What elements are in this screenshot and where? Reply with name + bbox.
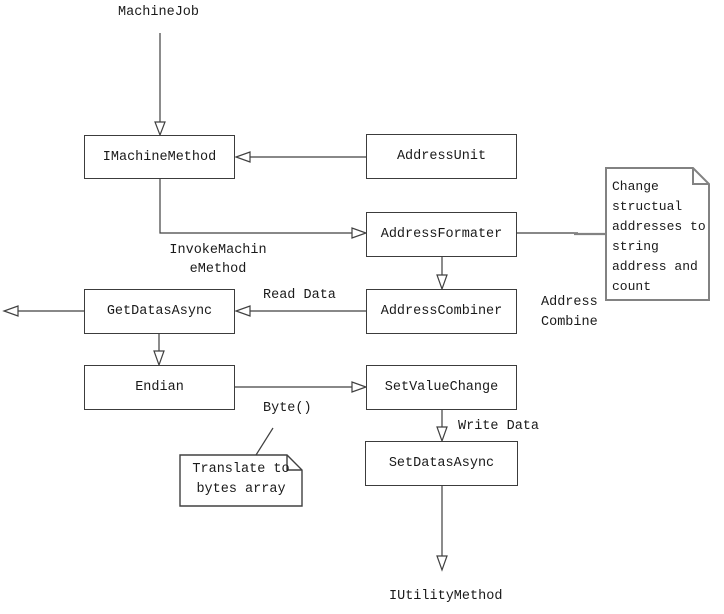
edge-label-invoke-line1: InvokeMachin: [169, 243, 267, 258]
arrow-setdatasasync-to-iutilitymethod: [436, 486, 448, 572]
connector-addressformater-to-change-note: [517, 232, 606, 236]
edge-label-write-data: Write Data: [458, 419, 540, 434]
node-addressformater: AddressFormater: [366, 212, 517, 257]
change-note-line5: address and: [612, 259, 698, 274]
node-addresscombiner: AddressCombiner: [366, 289, 517, 334]
edge-label-address-combine-line2: Combine: [541, 315, 598, 330]
arrow-endian-to-setvaluechange: [235, 381, 368, 393]
arrow-machinejob-to-imachinemethod: [154, 33, 166, 137]
arrow-addresscombiner-to-getdatasasync: [234, 305, 366, 317]
translate-note-text: Translate to bytes array: [181, 460, 301, 500]
arrow-addressformater-to-addresscombiner: [436, 257, 448, 291]
node-addressunit: AddressUnit: [366, 134, 517, 179]
change-note-line4: string: [612, 239, 659, 254]
arrow-getdatasasync-out-left: [2, 305, 84, 317]
change-note-shape: [605, 167, 710, 301]
translate-note-line2: bytes array: [196, 482, 286, 497]
translate-note-line1: Translate to: [192, 462, 290, 477]
change-note-text: Change structual addresses to string add…: [612, 177, 706, 297]
edge-label-invoke-line2: eMethod: [189, 262, 247, 277]
change-note-line1: Change: [612, 179, 659, 194]
node-setdatasasync: SetDatasAsync: [365, 441, 518, 486]
terminal-iutilitymethod: IUtilityMethod: [389, 589, 503, 604]
edge-label-byte: Byte(): [263, 401, 312, 416]
change-note-line3: addresses to: [612, 219, 706, 234]
change-note-line2: structual: [612, 199, 683, 214]
change-note-line6: count: [612, 279, 652, 294]
edge-label-address-combine-line1: Address: [541, 295, 598, 310]
edge-label-read-data: Read Data: [263, 288, 336, 303]
node-endian: Endian: [84, 365, 235, 410]
node-imachinemethod: IMachineMethod: [84, 135, 235, 179]
connector-byte-to-translate-note: [255, 427, 274, 456]
arrow-setvaluechange-to-setdatasasync: [436, 410, 448, 443]
translate-note-shape: [179, 454, 303, 507]
arrow-imachinemethod-to-addressformater: [159, 179, 368, 239]
arrow-getdatasasync-to-endian: [153, 334, 165, 367]
node-setvaluechange: SetValueChange: [366, 365, 517, 410]
edge-label-address-combine: Address Combine: [541, 293, 598, 333]
node-getdatasasync: GetDatasAsync: [84, 289, 235, 334]
terminal-machinejob: MachineJob: [118, 5, 200, 20]
arrow-addressunit-to-imachinemethod: [234, 151, 366, 163]
edge-label-invokemachinemethod: InvokeMachin eMethod: [155, 241, 281, 279]
